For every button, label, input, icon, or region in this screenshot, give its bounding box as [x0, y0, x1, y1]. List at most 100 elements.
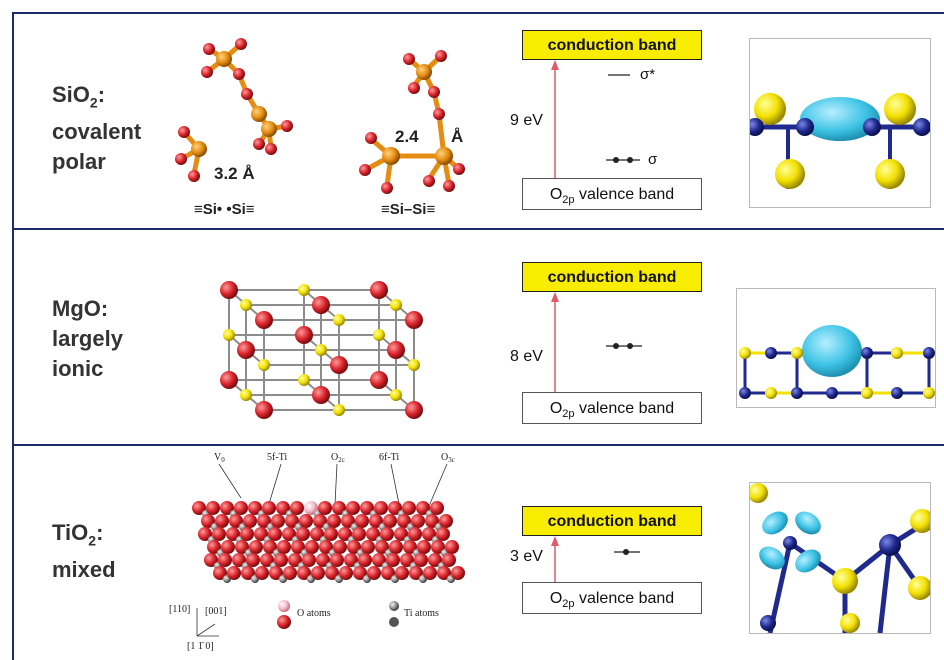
- slab-o-atom: [369, 514, 383, 528]
- band-diagram-mgo: conduction band O2p valence band 8 eV: [510, 262, 732, 442]
- slab-o-atom: [240, 527, 254, 541]
- axes-indicator: [196, 608, 219, 637]
- slab-o-atom: [411, 514, 425, 528]
- right-distance-unit: Å: [451, 127, 463, 146]
- label-line-2: mixed: [52, 557, 116, 583]
- conduction-band-box: conduction band: [522, 262, 702, 292]
- slab-o-atom: [276, 501, 290, 515]
- legend-o-atom-light: [278, 600, 290, 612]
- slab-o-atom: [352, 527, 366, 541]
- slab-o-atom: [268, 527, 282, 541]
- slab-o-atom: [402, 501, 416, 515]
- label-line-1: SiO2:: [52, 80, 141, 117]
- vb-sub: 2p: [562, 598, 575, 611]
- slab-o-atom: [221, 540, 235, 554]
- label-line-1: TiO2:: [52, 518, 116, 555]
- slab-o-atom: [226, 527, 240, 541]
- slab-o-atom: [269, 566, 283, 580]
- slab-o-atom: [318, 501, 332, 515]
- row-mgo: MgO: largely ionic: [14, 230, 944, 444]
- slab-o-atom: [386, 553, 400, 567]
- slab-o-atom: [400, 553, 414, 567]
- slab-o-atom: [437, 566, 451, 580]
- slab-o-atom: [388, 501, 402, 515]
- slab-o-atom: [380, 527, 394, 541]
- slab-o-atom: [241, 566, 255, 580]
- slab-o-atom: [271, 514, 285, 528]
- slab-o-atom: [330, 553, 344, 567]
- gap-label: 8 eV: [510, 348, 543, 365]
- legend-ti-atom-light: [389, 601, 399, 611]
- slab-o-atom: [234, 501, 248, 515]
- figure-frame: [12, 12, 944, 660]
- slab-o-atom: [355, 514, 369, 528]
- label-o2c: O2c: [331, 452, 345, 464]
- slab-o-atom: [220, 501, 234, 515]
- lattice-atoms: [220, 281, 423, 419]
- slab-o-atom: [297, 566, 311, 580]
- slab-o-atom: [417, 540, 431, 554]
- slab-o-atom: [445, 540, 459, 554]
- slab-o-atom: [257, 514, 271, 528]
- slab-o-atom: [397, 514, 411, 528]
- slab-o-atom: [408, 527, 422, 541]
- slab-o-atom: [394, 527, 408, 541]
- row-divider-2: [12, 444, 944, 446]
- slab-o-atom: [198, 527, 212, 541]
- isosurface-tio2-plot: [750, 483, 930, 633]
- vb-sub: 2p: [562, 194, 575, 207]
- row-label-sio2: SiO2: covalent polar: [52, 80, 141, 177]
- d-orbital-lobes: [759, 511, 821, 573]
- label-line-1: MgO:: [52, 296, 109, 321]
- formula-suffix: :: [97, 82, 106, 107]
- gap-label: 9 eV: [510, 112, 543, 129]
- label-6f-ti: 6f-Ti: [379, 452, 399, 463]
- formula-text: TiO: [52, 520, 89, 545]
- slab-o-atom: [262, 501, 276, 515]
- slab-o-atom: [344, 553, 358, 567]
- slab-o-atom: [442, 553, 456, 567]
- slab-o-atom: [290, 501, 304, 515]
- slab-o-atom: [299, 514, 313, 528]
- slab-o-atom: [204, 553, 218, 567]
- slab-o-atom: [305, 540, 319, 554]
- isosurface-sio2: [749, 38, 931, 208]
- slab-o-atom: [249, 540, 263, 554]
- slab-o-atom: [246, 553, 260, 567]
- slab-o-atom: [346, 501, 360, 515]
- gap-arrow: [551, 292, 642, 392]
- left-molecule-atoms: [175, 38, 293, 182]
- vb-prefix: O: [549, 186, 563, 203]
- slab-o-atom: [296, 527, 310, 541]
- slab-o-atom: [285, 514, 299, 528]
- vb-suffix: valence band: [574, 186, 675, 203]
- valence-band-box: O2p valence band: [522, 178, 702, 210]
- vb-sub: 2p: [562, 408, 575, 421]
- slab-o-atom: [332, 501, 346, 515]
- slab-o-atom: [227, 566, 241, 580]
- slab-o-atom: [353, 566, 367, 580]
- sio2-molecules: 3.2 Å ≡Si• •Si≡ 2.4 Å ≡Si–Si≡: [175, 38, 465, 218]
- band-diagram-sio2: conduction band O2p valence band 9 eV σ*…: [510, 30, 732, 210]
- label-pointers: [218, 463, 448, 507]
- axis-001: [001]: [205, 606, 227, 617]
- vb-prefix: O: [549, 400, 563, 417]
- slab-o-atom: [367, 566, 381, 580]
- slab-o-atom: [360, 501, 374, 515]
- slab-o-atom: [316, 553, 330, 567]
- vb-suffix: valence band: [574, 590, 675, 607]
- slab-o-atom: [389, 540, 403, 554]
- slab-o-atom: [414, 553, 428, 567]
- slab-o-atom: [302, 553, 316, 567]
- label-line-3: polar: [52, 149, 106, 175]
- slab-o-atom: [372, 553, 386, 567]
- slab-o-atom: [213, 566, 227, 580]
- slab-o-atom: [436, 527, 450, 541]
- slab-o-atom: [201, 514, 215, 528]
- slab-o-atom: [248, 501, 262, 515]
- label-line-2: largely: [52, 326, 123, 351]
- slab-o-atom: [235, 540, 249, 554]
- gap-arrow: [551, 60, 640, 178]
- axis-1m10: [1 1̄ 0]: [187, 641, 214, 652]
- row-divider-1: [12, 228, 944, 230]
